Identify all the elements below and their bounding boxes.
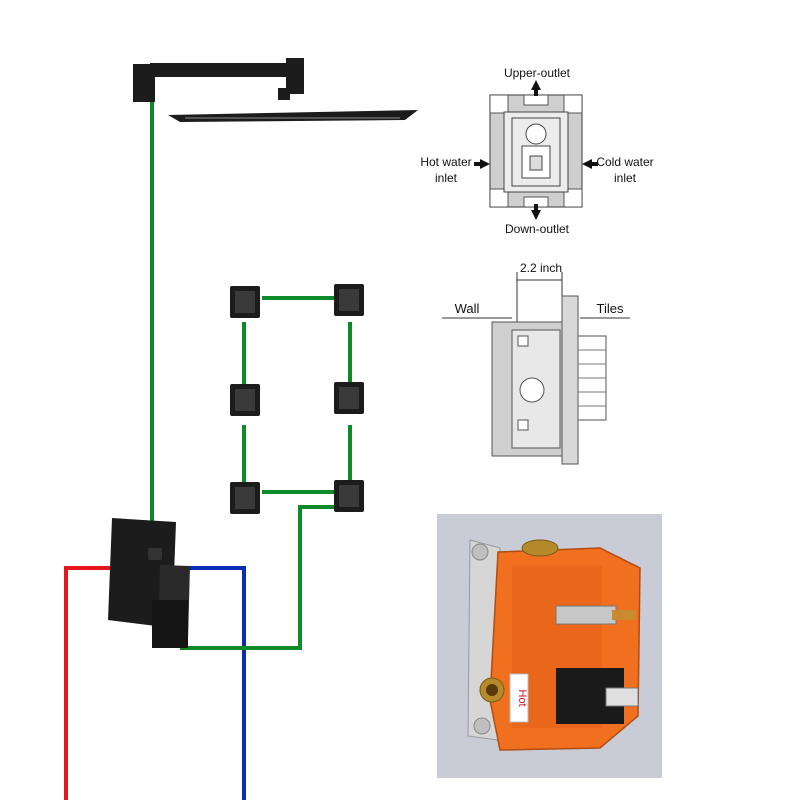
valve-top-view: Upper-outlet Down-outlet Hot water inlet…	[420, 66, 653, 236]
cold-water-pipe	[178, 566, 246, 800]
body-jets	[230, 284, 364, 514]
body-jet-icon	[334, 480, 364, 512]
arrow-icon	[582, 159, 598, 169]
body-jet-icon	[334, 284, 364, 316]
wall-label: Wall	[455, 301, 480, 316]
body-jet-supply-pipe	[180, 505, 350, 650]
hot-water-inlet-label-2: inlet	[435, 171, 458, 185]
hot-water-line1: Hot water	[420, 155, 471, 169]
valve-side-view: 2.2 inch Wall Tiles	[442, 261, 630, 465]
hot-water-inlet-label: Hot water	[420, 155, 471, 169]
body-jet-icon	[334, 382, 364, 414]
cold-water-inlet-label: Cold water	[596, 155, 653, 169]
body-jet-icon	[230, 482, 260, 514]
shower-head-icon	[133, 58, 418, 122]
arrow-icon	[531, 80, 541, 96]
hot-water-pipe	[64, 566, 118, 800]
depth-label: 2.2 inch	[520, 261, 562, 275]
hot-label: Hot	[516, 689, 528, 706]
mixer-valve-icon	[108, 518, 190, 648]
shower-head-nozzles	[185, 117, 400, 119]
valve-photo: Hot	[437, 514, 662, 778]
tiles-label: Tiles	[597, 301, 624, 316]
upper-outlet-label: Upper-outlet	[504, 66, 571, 80]
down-outlet-label: Down-outlet	[505, 222, 570, 236]
arrow-icon	[531, 204, 541, 220]
body-jet-icon	[230, 384, 260, 416]
cold-water-inlet-label-2: inlet	[614, 171, 637, 185]
pipes	[64, 102, 352, 800]
body-jet-icon	[230, 286, 260, 318]
arrow-icon	[474, 159, 490, 169]
